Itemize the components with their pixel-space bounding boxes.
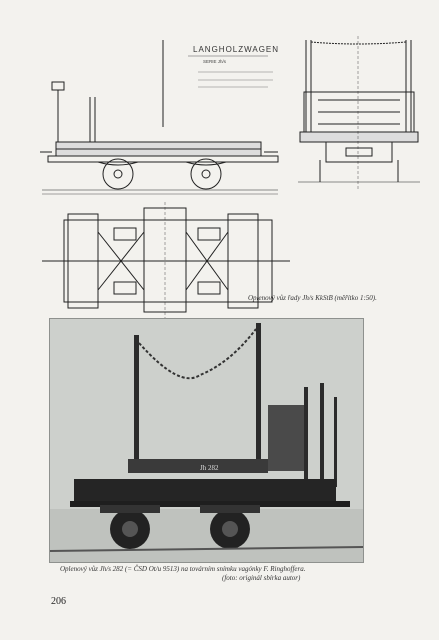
photo-credit: (foto: originál sbírka autor) — [222, 574, 301, 582]
drawing-series: SERIE Jh/s — [203, 59, 227, 64]
wagon-photograph: Jh 282 — [49, 318, 364, 563]
technical-drawing: LANGHOLZWAGEN SERIE Jh/s — [40, 36, 420, 318]
plan-view — [42, 202, 290, 318]
drawing-title: LANGHOLZWAGEN — [193, 45, 279, 54]
end-elevation — [298, 36, 420, 190]
dimension-table — [198, 71, 273, 88]
side-elevation — [40, 40, 279, 195]
drawing-caption: Oplenový vůz řady Jh/s KkStB (měřítko 1:… — [248, 294, 377, 302]
wagon-number-plate: Jh 282 — [200, 464, 219, 472]
photo-caption-text: Oplenový vůz Jh/s 282 (= ČSD Ot/u 9513) … — [60, 565, 306, 573]
photo-caption: Oplenový vůz Jh/s 282 (= ČSD Ot/u 9513) … — [60, 565, 390, 583]
page-number: 206 — [51, 596, 66, 607]
